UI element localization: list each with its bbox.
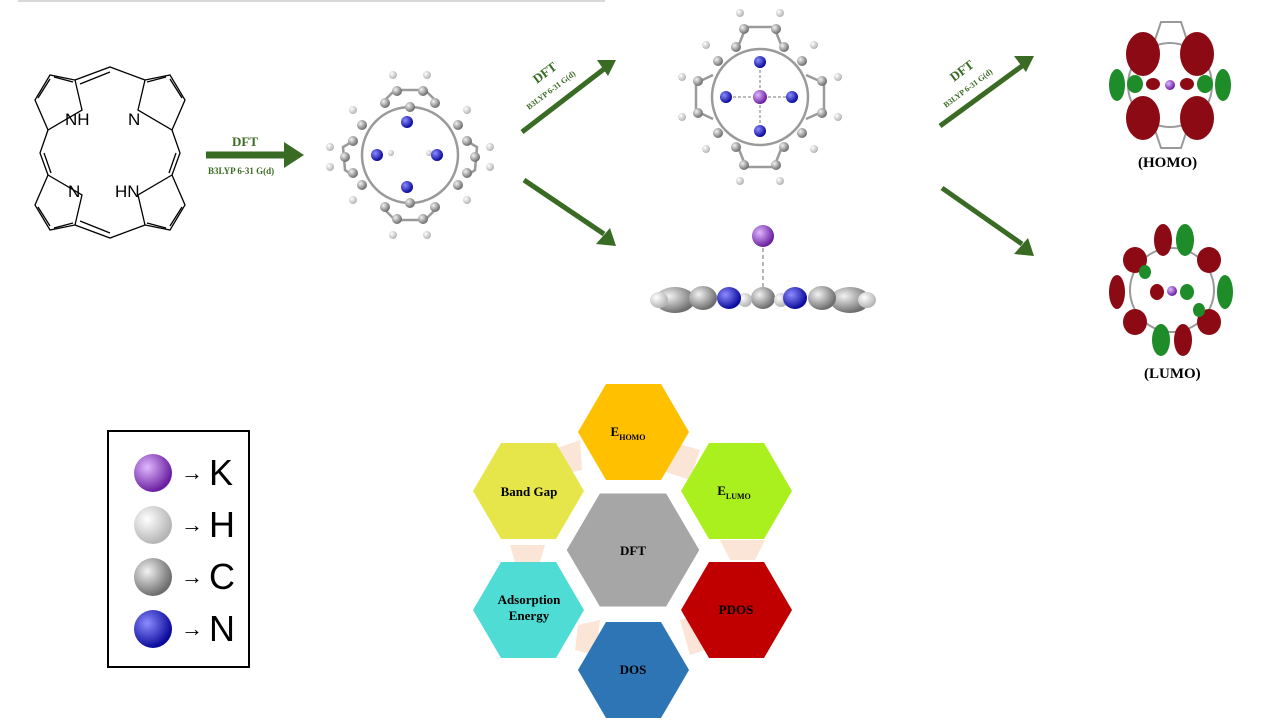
- homo-orbital: [1109, 21, 1231, 149]
- atom-legend: → K → H → C → N: [107, 430, 250, 668]
- potassium-sphere-icon: [134, 454, 172, 492]
- hex-ehomo-label: EHOMO: [611, 424, 646, 442]
- nitrogen-sphere-icon: [134, 610, 172, 648]
- n-label: N: [128, 110, 140, 129]
- hex-elumo-label: ELUMO: [717, 483, 751, 501]
- lumo-label: (LUMO): [1144, 366, 1201, 382]
- hex-elumo: [681, 443, 792, 539]
- n-label: N: [68, 182, 80, 201]
- legend-symbol: N: [209, 608, 235, 649]
- legend-row-k: → K: [131, 448, 233, 498]
- carbon-sphere-icon: [134, 558, 172, 596]
- dft-arrow-1: DFT B3LYP 6-31 G(d): [206, 134, 304, 176]
- legend-row-h: → H: [131, 500, 235, 550]
- porphyrin-ball-stick-model: [326, 71, 494, 239]
- nh-label: NH: [65, 110, 90, 129]
- hex-center-label: DFT: [620, 543, 646, 558]
- legend-symbol: H: [209, 504, 235, 545]
- hydrogen-sphere-icon: [134, 506, 172, 544]
- geometry-arrow-down: [522, 177, 616, 246]
- hex-pdos-label: PDOS: [719, 602, 754, 617]
- top-rule: [18, 0, 605, 2]
- legend-row-n: → N: [131, 604, 235, 654]
- hex-adsorption: [473, 562, 584, 658]
- hex-dos: [578, 622, 689, 718]
- k-porphyrin-top-view: [678, 9, 842, 185]
- porphyrin-skeletal-structure: NH N N HN: [34, 66, 186, 239]
- legend-symbol: C: [209, 556, 235, 597]
- hex-dos-label: DOS: [620, 662, 647, 677]
- k-porphyrin-side-view: [650, 225, 876, 313]
- hex-pdos: [681, 562, 792, 658]
- homo-label: (HOMO): [1138, 155, 1198, 171]
- lumo-orbital: [1109, 224, 1233, 356]
- hex-ehomo: [578, 384, 689, 480]
- dft-arrow-method: DFT: [232, 134, 258, 149]
- dft-property-hexagons: DFT EHOMO ELUMO PDOS DOS Band Gap Adsorp…: [473, 384, 792, 718]
- dft-arrow-3: DFT B3LYP 6-31 G(d): [938, 56, 1034, 129]
- dft-arrow-2: DFT B3LYP 6-31 G(d): [520, 59, 616, 134]
- hex-center-dft: [563, 490, 703, 610]
- legend-symbol: K: [209, 452, 234, 493]
- hn-label: HN: [115, 182, 140, 201]
- hex-bandgap: [473, 443, 584, 539]
- dft-arrow-basis: B3LYP 6-31 G(d): [208, 166, 274, 176]
- lumo-arrow-down: [940, 185, 1034, 256]
- hex-bandgap-label: Band Gap: [501, 484, 558, 499]
- legend-row-c: → C: [131, 552, 235, 602]
